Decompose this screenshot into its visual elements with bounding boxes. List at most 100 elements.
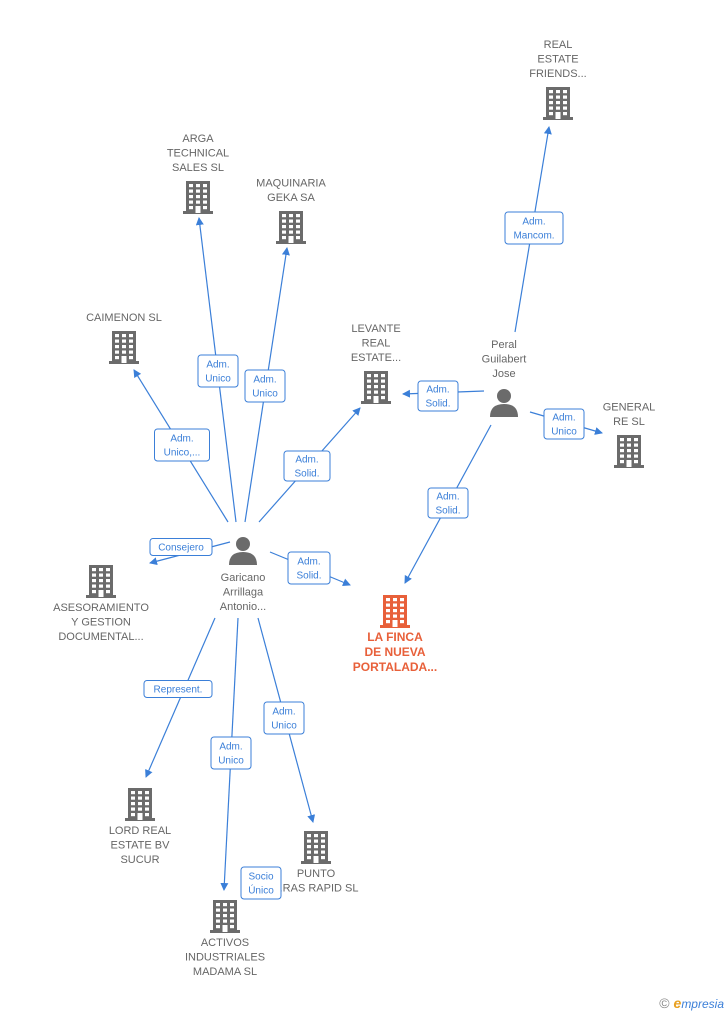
building-icon [361,371,391,404]
edge-label-garicano-la_finca[interactable]: Adm. Solid. [287,551,331,585]
building-icon [276,211,306,244]
node-lord-real[interactable]: LORD REAL ESTATE BV SUCUR [109,788,171,866]
edge-label-box [210,736,252,770]
node-label: SUCUR [120,854,159,866]
edge-label-garicano-asesoramiento[interactable]: Consejero [149,538,213,556]
node-label: ESTATE... [351,352,401,364]
node-general-re[interactable]: GENERAL RE SL [603,402,656,469]
building-icon [109,331,139,364]
edge-label-garicano-maquinaria[interactable]: Adm. Unico [244,369,286,403]
node-label: ESTATE BV [111,840,171,852]
edge-label-text: Adm. [426,385,449,396]
edge-label-garicano-activos[interactable]: Adm. Unico [210,736,252,770]
edge-label-box [287,551,331,585]
edge-label-text: Adm. [219,742,242,753]
edge-labels-layer: Adm.Mancom.Adm.Solid.Adm.UnicoAdm.Solid.… [143,211,585,900]
node-punto[interactable]: PUNTO ...RAS RAPID SL [274,831,359,895]
edge-label-peral-levante[interactable]: Adm.Solid. [417,380,459,412]
edge-label-text: Adm. [436,492,459,503]
node-label: DE NUEVA [364,645,425,659]
person-icon [490,389,518,417]
node-label: LA FINCA [367,630,423,644]
brand-watermark: © empresia [659,995,724,1011]
edge-label-text: Adm. [295,455,318,466]
node-label: Guilabert [482,354,527,366]
node-label: RE SL [613,416,645,428]
edge-label-box [427,487,469,519]
edge-label-text: Adm. [297,557,320,568]
node-real-estate-friends[interactable]: REALESTATEFRIENDS... [529,39,587,120]
edge-label-box [197,354,239,388]
edge-label-garicano-caimenon[interactable]: Adm. Unico,... [154,428,210,462]
edge-label-box [154,428,210,462]
node-caimenon[interactable]: CAIMENON SL [86,312,162,364]
edge-label-garicano-levante[interactable]: Adm.Solid. [283,450,331,482]
copyright-icon: © [659,995,670,1011]
edge-label-text: Unico [218,756,244,767]
edge-label-box [283,450,331,482]
node-arga[interactable]: ARGA TECHNICAL SALES SL [167,133,229,214]
node-label: DOCUMENTAL... [58,631,143,643]
brand-logo-text: mpresia [681,997,724,1011]
node-label: MADAMA SL [193,966,257,978]
edge-label-text: Adm. [170,434,193,445]
building-icon [380,595,410,628]
node-label: REAL [544,39,573,51]
edge-label-box [543,408,585,440]
edge-label-peral-general_re[interactable]: Adm. Unico [543,408,585,440]
edge-label-text: Único [248,884,274,897]
node-label: LORD REAL [109,825,171,837]
edge-label-text: Unico [205,374,231,385]
edge-label-text: Adm. [253,375,276,386]
node-label: Jose [492,368,515,380]
edge-label-text: Solid. [296,571,321,582]
edge-label-text: Represent. [154,685,203,696]
node-label: MAQUINARIA [256,178,326,190]
edge-label-garicano-lord_real[interactable]: Represent. [143,680,213,698]
building-icon [125,788,155,821]
node-label: ACTIVOS [201,937,249,949]
node-label: GENERAL [603,402,656,414]
node-label: PUNTO [297,868,336,880]
edge-label-box [240,866,282,900]
edge-label-text: Adm. [552,413,575,424]
edge-label-box [417,380,459,412]
node-label: Peral [491,339,517,351]
node-label: LEVANTE [351,323,400,335]
edge-label-text: Consejero [158,543,204,554]
edge-label-box [143,680,213,698]
node-label: FRIENDS... [529,68,586,80]
brand-logo-e: e [673,995,682,1011]
node-label: TECHNICAL [167,148,229,160]
edge-label-text: Adm. [272,707,295,718]
edge-label-text: Unico,... [164,448,201,459]
node-levante[interactable]: LEVANTEREALESTATE... [351,323,401,404]
node-garicano[interactable]: GaricanoArrillagaAntonio... [220,537,266,613]
edge-label-text: Adm. [206,360,229,371]
building-icon [210,900,240,933]
node-label: INDUSTRIALES [185,952,265,964]
edge-label-text: Unico [252,389,278,400]
node-label: ...RAS RAPID SL [274,883,359,895]
edge-label-peral-real_estate_friends[interactable]: Adm.Mancom. [504,211,564,245]
building-icon [183,181,213,214]
edge-label-garicano-arga[interactable]: Adm. Unico [197,354,239,388]
node-activos[interactable]: ACTIVOS INDUSTRIALES MADAMA SL [185,900,265,978]
edge-label-box [263,701,305,735]
node-label: Antonio... [220,601,266,613]
edge-label-box [244,369,286,403]
edge-label-text: Unico [551,427,577,438]
edge-label-peral-la_finca[interactable]: Adm.Solid. [427,487,469,519]
building-icon [543,87,573,120]
node-label: Garicano [221,572,266,584]
node-label: SALES SL [172,162,224,174]
edge-label-garicano-punto[interactable]: Adm.Unico [263,701,305,735]
node-label: ARGA [182,133,214,145]
